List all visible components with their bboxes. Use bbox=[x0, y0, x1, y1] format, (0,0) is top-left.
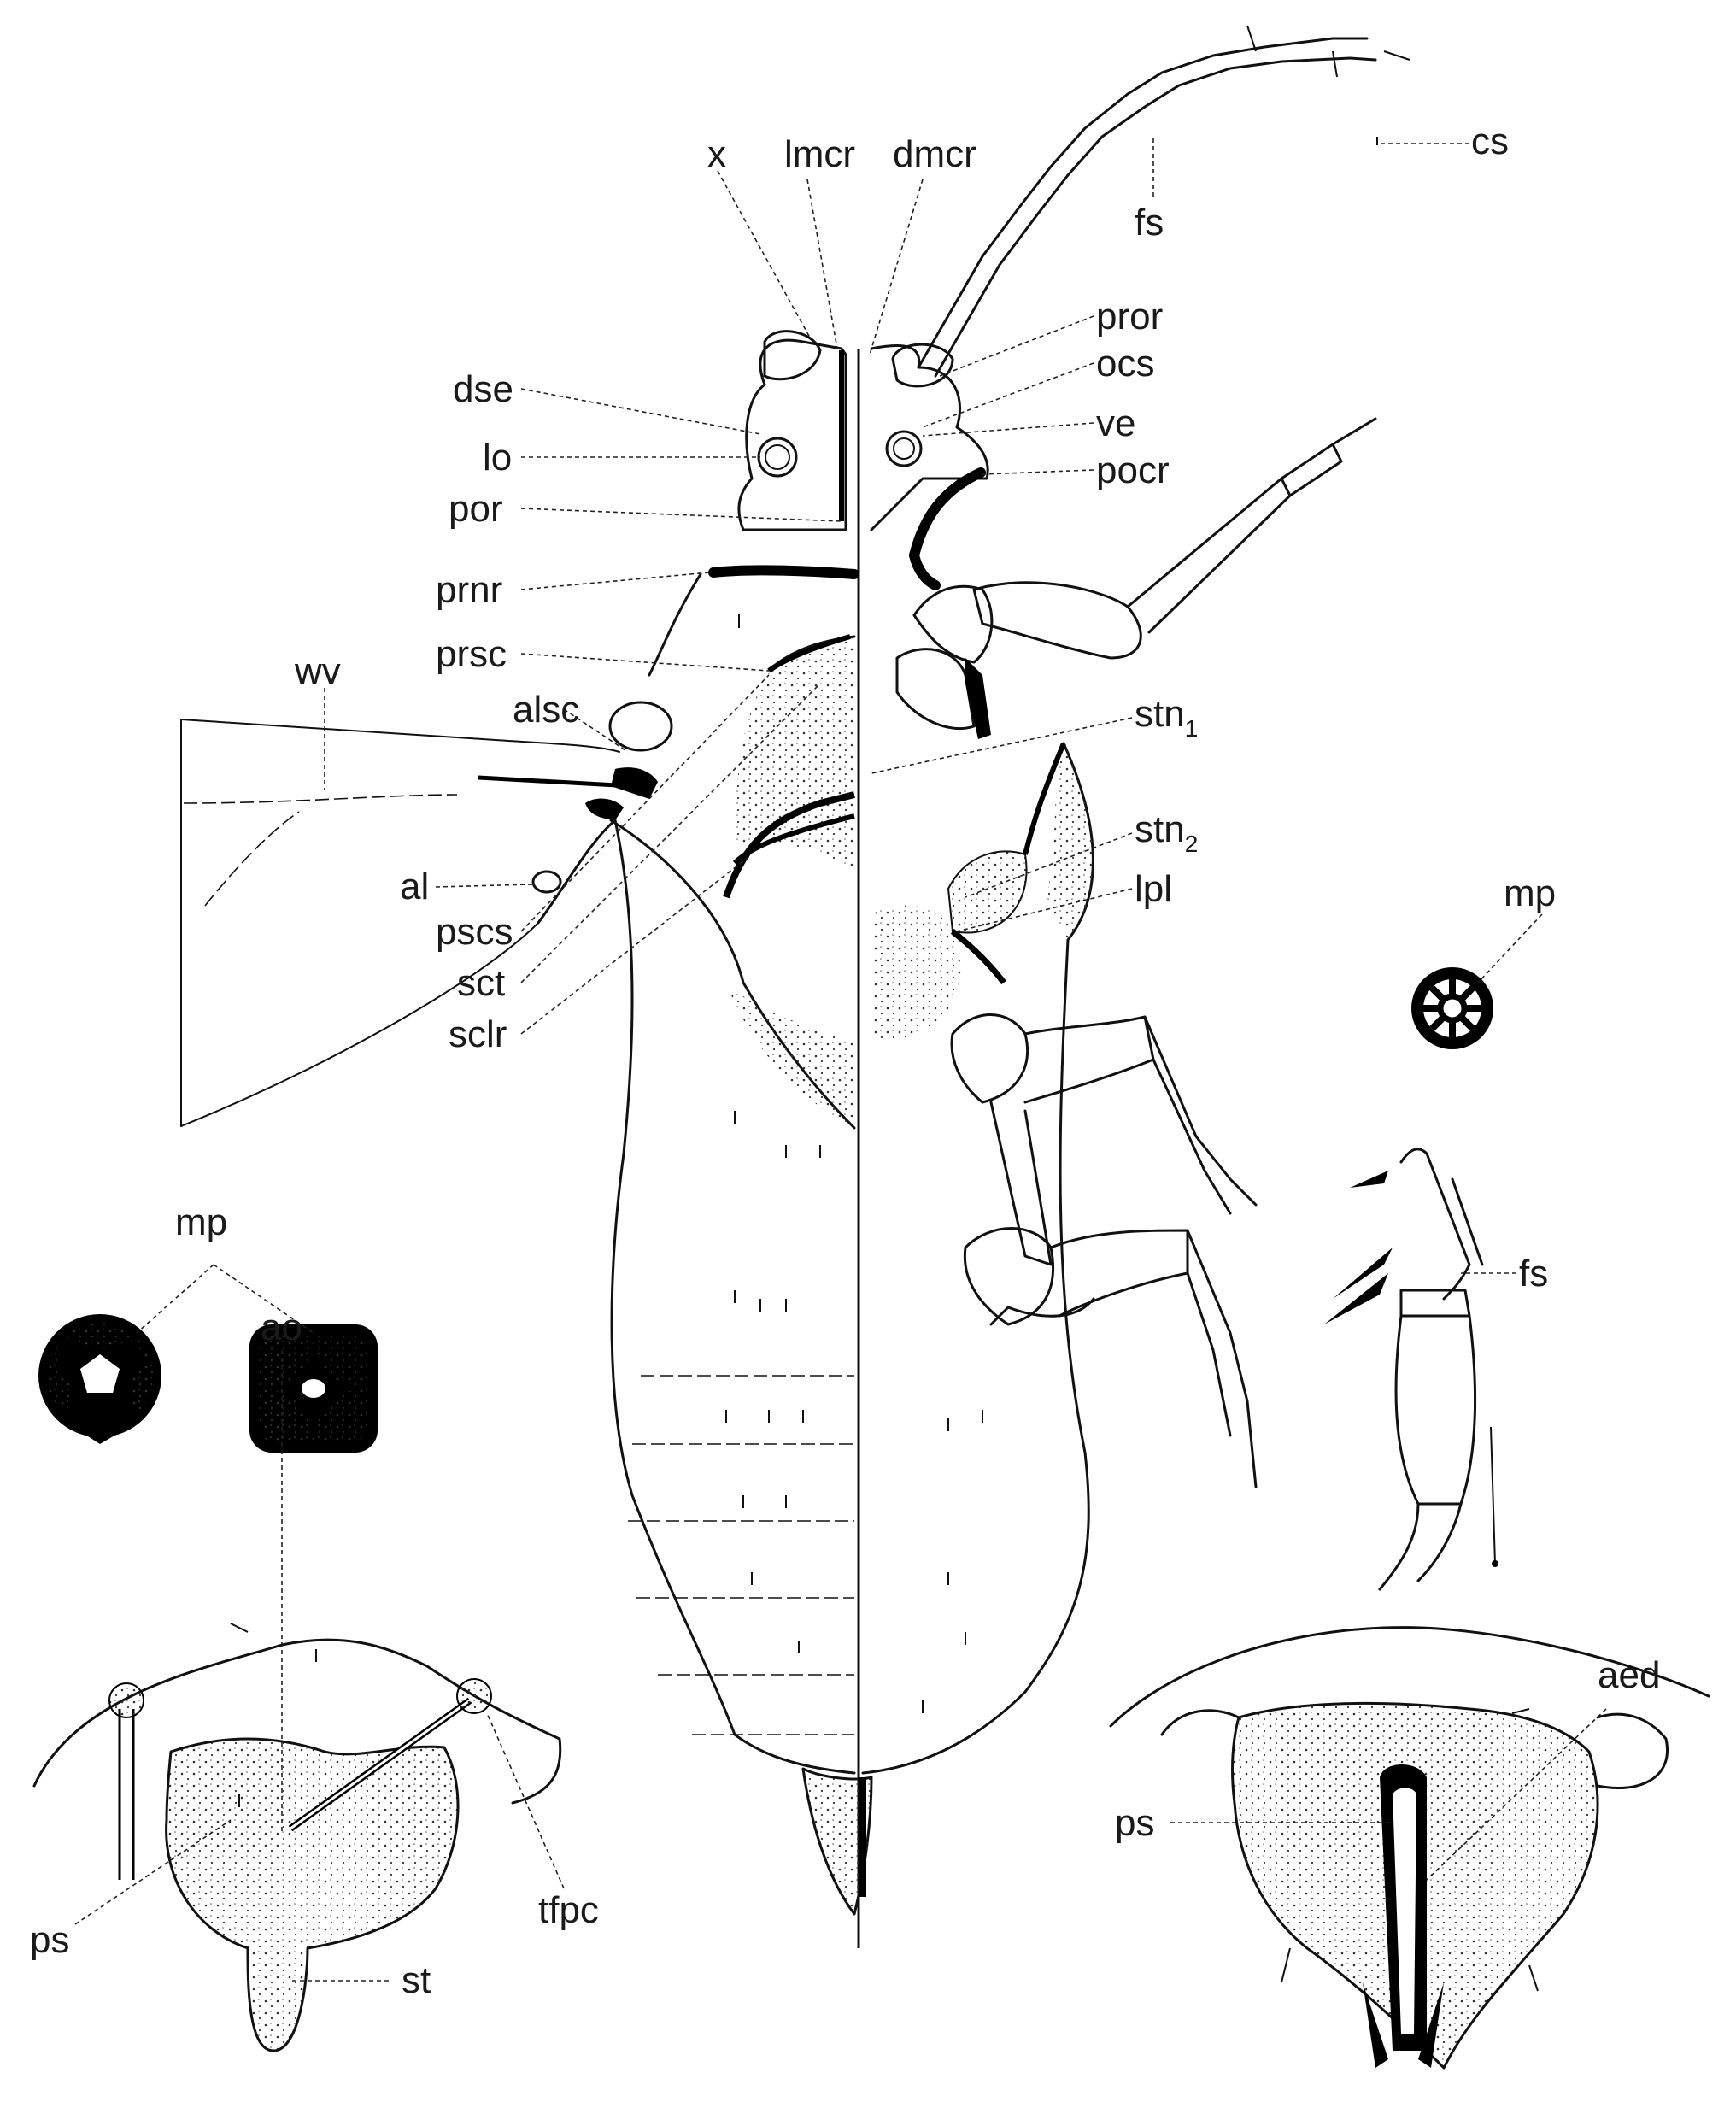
label-aed: aed bbox=[1598, 1654, 1660, 1696]
label-lo: lo bbox=[483, 437, 512, 479]
label-pocr: pocr bbox=[1096, 449, 1170, 491]
label-cs: cs bbox=[1471, 120, 1509, 162]
label-prnr: prnr bbox=[436, 569, 502, 611]
label-dse: dse bbox=[453, 368, 513, 410]
abdomen-dorsal-outline bbox=[610, 819, 856, 1775]
label-al: al bbox=[400, 866, 429, 907]
label-tfpc: tfpc bbox=[538, 1889, 599, 1931]
male-terminalia bbox=[1109, 1626, 1710, 2070]
head-outline-ventral bbox=[870, 343, 989, 531]
eye-right bbox=[885, 430, 923, 467]
label-por: por bbox=[449, 488, 503, 530]
label-sclr: sclr bbox=[449, 1013, 507, 1055]
leader-lines bbox=[74, 137, 1607, 1982]
body-setae bbox=[725, 1111, 983, 1713]
label-stn2: stn2 bbox=[1135, 808, 1198, 857]
antennal-socket-left bbox=[763, 330, 822, 381]
hindleg bbox=[963, 1227, 1258, 1488]
antenna bbox=[917, 25, 1410, 378]
label-pscs: pscs bbox=[436, 911, 513, 953]
label-lpl: lpl bbox=[1135, 868, 1172, 910]
lateral-pleuron-ridge bbox=[950, 929, 1006, 985]
label-pror: pror bbox=[1096, 296, 1163, 338]
label-alsc: alsc bbox=[513, 689, 579, 731]
leg-detail-inset bbox=[1324, 1148, 1498, 1591]
alar-sclerite bbox=[608, 701, 673, 752]
label-prsc: prsc bbox=[436, 633, 507, 675]
abdominal-segments-left bbox=[628, 1375, 854, 1735]
mesosternum bbox=[948, 851, 1027, 933]
micropore-right bbox=[1411, 967, 1493, 1049]
foreleg bbox=[895, 417, 1377, 739]
label-sct: sct bbox=[457, 962, 505, 1004]
head-outline bbox=[737, 338, 847, 531]
axillary-sclerite bbox=[611, 767, 658, 799]
label-fs-antenna: fs bbox=[1135, 202, 1164, 244]
label-mp-left: mp bbox=[175, 1201, 227, 1243]
label-mp-right: mp bbox=[1504, 872, 1556, 914]
label-ps-right: ps bbox=[1115, 1802, 1154, 1844]
pronotal-ridge bbox=[708, 565, 859, 579]
label-lmcr: lmcr bbox=[784, 133, 855, 175]
label-fs-leg: fs bbox=[1519, 1253, 1548, 1295]
eye-left bbox=[757, 437, 798, 478]
postoccipital-ridge-2 bbox=[909, 550, 941, 590]
scutellum-ridge bbox=[723, 791, 855, 899]
label-ao: ao bbox=[261, 1306, 302, 1348]
midleg bbox=[950, 1013, 1258, 1266]
prescutum bbox=[735, 637, 854, 872]
scutum-ridge bbox=[767, 634, 851, 673]
label-stn1: stn1 bbox=[1135, 693, 1198, 742]
labels: x lmcr dmcr cs fs pror ocs ve pocr dse l… bbox=[30, 120, 1660, 2001]
main-body-drawing bbox=[180, 25, 1410, 1948]
antennal-socket-right bbox=[891, 343, 954, 388]
pronotum-outline bbox=[648, 572, 702, 677]
foreleg-coxa bbox=[912, 584, 994, 664]
label-wv: wv bbox=[294, 650, 341, 692]
label-ve: ve bbox=[1096, 402, 1135, 444]
label-ps-left: ps bbox=[30, 1919, 69, 1961]
micropore-left-round bbox=[38, 1314, 161, 1444]
label-x: x bbox=[707, 133, 726, 175]
terminal-segment bbox=[803, 1769, 871, 1914]
label-dmcr: dmcr bbox=[893, 133, 976, 175]
postoccipital-ridge bbox=[909, 467, 986, 561]
alula bbox=[531, 870, 562, 894]
female-terminalia bbox=[32, 1623, 562, 2052]
forewing bbox=[180, 719, 658, 1127]
label-st: st bbox=[402, 1959, 431, 2001]
label-ocs: ocs bbox=[1096, 343, 1154, 385]
